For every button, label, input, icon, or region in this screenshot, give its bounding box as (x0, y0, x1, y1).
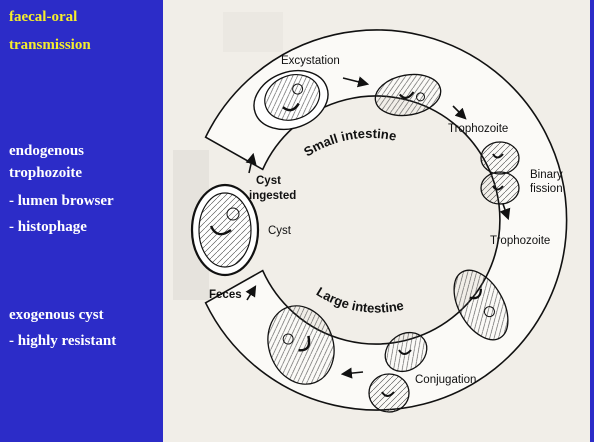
trophozoite-label-right: Trophozoite (490, 235, 550, 247)
large-intestine-label: Large intestine (314, 284, 405, 316)
heading-line-1: faecal-oral (9, 6, 77, 28)
excystation-label: Excystation (281, 55, 340, 67)
trophozoite-label-top: Trophozoite (448, 123, 508, 135)
life-cycle-figure: Small intestine Large intestine (163, 0, 590, 442)
feces-label: Feces (209, 289, 242, 301)
trophozoite-bullet-histophage: - histophage (9, 216, 87, 238)
conjugation-label: Conjugation (415, 374, 476, 386)
cyst-bullet-highly-resistant: - highly resistant (9, 330, 116, 352)
cyst-label: Cyst (268, 225, 292, 237)
cyst-ingested-label-line-1: Cyst (256, 175, 281, 187)
background-smudge (223, 12, 283, 52)
life-cycle-diagram: Small intestine Large intestine (163, 0, 590, 442)
binary-label: Binary (530, 169, 563, 181)
large-intestine-text: Large intestine (314, 284, 405, 316)
sidebar-text-panel: faecal-oral transmission endogenous trop… (0, 0, 162, 442)
trophozoite-line-1: endogenous (9, 140, 84, 162)
fission-label: fission (530, 183, 563, 195)
trophozoite-line-2: trophozoite (9, 162, 82, 184)
cyst-ingested-label-line-2: ingested (249, 190, 296, 202)
small-intestine-text: Small intestine (301, 126, 398, 160)
heading-line-2: transmission (9, 34, 91, 56)
small-intestine-label: Small intestine (301, 126, 398, 160)
trophozoite-bullet-lumen-browser: - lumen browser (9, 190, 114, 212)
cyst-line-1: exogenous cyst (9, 304, 104, 326)
